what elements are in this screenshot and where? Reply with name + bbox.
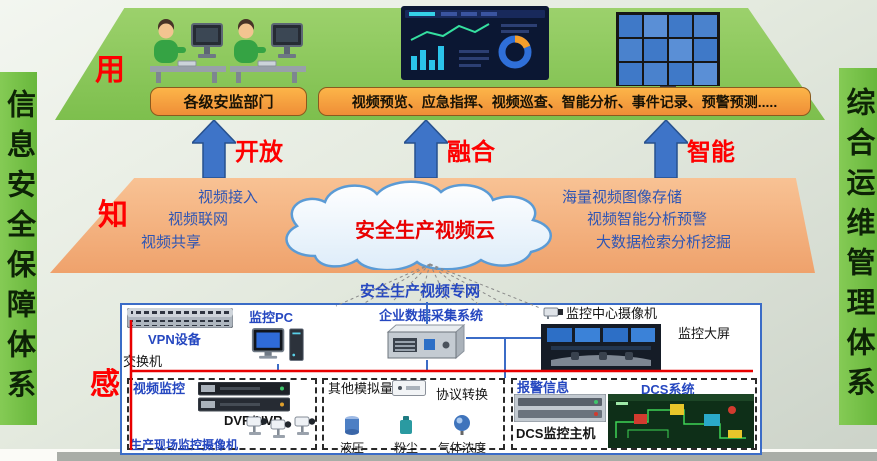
video-group-box (127, 378, 317, 450)
hydraulic-label: 液压 (340, 441, 365, 455)
know-item-smart-analysis: 视频智能分析预警 (587, 211, 708, 228)
know-item-storage: 海量视频图像存储 (562, 189, 683, 206)
gas-sensor-icon (454, 415, 470, 435)
operator-workstation-icon (150, 19, 226, 83)
know-item-video-network: 视频联网 (168, 211, 229, 228)
video-group-title: 视频监控 (133, 381, 186, 396)
up-arrow-merge-icon (404, 120, 448, 178)
site-camera-icon (294, 416, 316, 435)
bottom-strip-gray (57, 452, 877, 461)
up-arrow-open-icon (192, 120, 236, 178)
dcs-system-screenshot (608, 394, 754, 448)
dust-label: 粉尘 (394, 441, 419, 455)
protocol-label: 协议转换 (436, 387, 489, 402)
dcs-system-label: DCS系统 (641, 382, 695, 397)
layer-tag-know: 知 (98, 199, 128, 232)
private-network-label: 安全生产视频专网 (360, 283, 481, 300)
know-item-bigdata: 大数据检索分析挖掘 (596, 234, 732, 251)
left-banner: 信息安全保障体系 (0, 72, 37, 425)
site-camera-icon (246, 416, 268, 435)
right-banner: 综合运维管理体系 (839, 68, 877, 425)
layer-tag-sense: 感 (90, 368, 120, 401)
up-arrow-smart-icon (644, 120, 688, 178)
video-wall-icon (616, 12, 720, 93)
know-item-video-access: 视频接入 (198, 189, 259, 206)
cloud-title: 安全生产视频云 (355, 220, 495, 242)
analog-group-title: 其他模拟量 (328, 381, 394, 396)
pc-icon (251, 328, 304, 361)
vpn-label: VPN设备 (148, 332, 201, 347)
switch-label: 交换机 (123, 354, 163, 369)
dept-box: 各级安监部门 (150, 87, 307, 116)
arrow-label-merge: 融合 (447, 139, 495, 166)
switch-icon (127, 308, 233, 328)
dcs-host-label: DCS监控主机 (516, 426, 596, 441)
dust-sensor-icon (400, 416, 412, 434)
dashboard-screen-icon (401, 6, 549, 80)
site-camera-icon (270, 419, 292, 438)
layer-tag-use: 用 (95, 54, 125, 87)
know-item-video-share: 视频共享 (141, 234, 202, 251)
analog-group-box (322, 378, 505, 450)
arrow-label-open: 开放 (235, 139, 283, 166)
site-cameras-label: 生产现场监控摄像机 (130, 438, 239, 452)
dvr-icon (198, 382, 290, 412)
hydraulic-sensor-icon (345, 416, 359, 435)
functions-box: 视频预览、应急指挥、视频巡查、智能分析、事件记录、预警预测..... (318, 87, 811, 116)
big-screen-label: 监控大屏 (678, 326, 731, 341)
collector-icon (386, 324, 466, 360)
collector-label: 企业数据采集系统 (379, 308, 484, 323)
dcs-host-icon (514, 394, 606, 422)
protocol-converter-icon (392, 380, 426, 396)
pc-label: 监控PC (249, 310, 294, 325)
alarm-group-box (511, 378, 757, 450)
alarm-group-title: 报警信息 (517, 380, 570, 395)
center-camera-icon (543, 307, 563, 319)
center-camera-label: 监控中心摄像机 (566, 306, 658, 321)
gas-label: 气体浓度 (438, 441, 487, 455)
operator-workstation-icon (230, 19, 306, 83)
arrow-label-smart: 智能 (687, 139, 735, 166)
cloud-icon (285, 180, 552, 270)
big-screen-photo (541, 324, 661, 370)
